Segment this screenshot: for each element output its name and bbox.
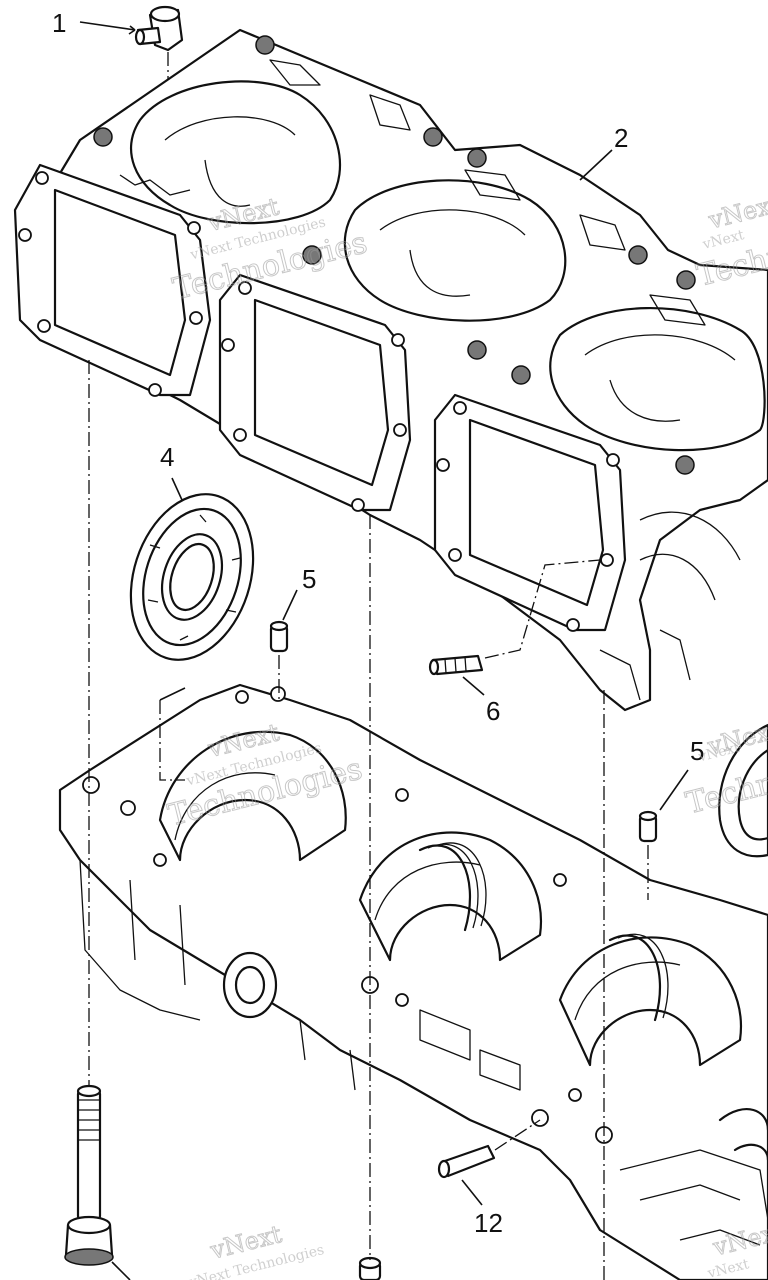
crankcase-bolt [64,1084,114,1266]
callout-12: 12 [474,1208,503,1238]
assembly-lines [88,360,649,1280]
stud-part-12 [437,1144,496,1179]
callout-5-upper: 5 [302,564,316,594]
intake-flange-right [433,393,627,632]
watermark-5-small: vNext [186,1265,232,1280]
dowel-pin-part-5-right [638,810,658,843]
intake-flange-left [13,163,212,397]
crank-seal-right-partial [718,723,768,858]
intake-flange-center [218,273,412,512]
crank-seal-part-4 [129,493,255,661]
callout-2: 2 [614,123,628,153]
elbow-fitting-part-1 [134,5,184,80]
callout-leaders [79,21,689,1280]
callout-4: 4 [160,442,174,472]
callout-6: 6 [486,696,500,726]
callout-1: 1 [52,8,66,38]
stud-part-6 [428,654,484,676]
drain-plug [358,1256,382,1280]
lower-crankcase [58,683,768,1280]
watermark-5: vNext vNext Technologies [186,1219,325,1280]
dowel-pin-part-5-left [269,620,289,653]
callout-5-right: 5 [690,736,704,766]
